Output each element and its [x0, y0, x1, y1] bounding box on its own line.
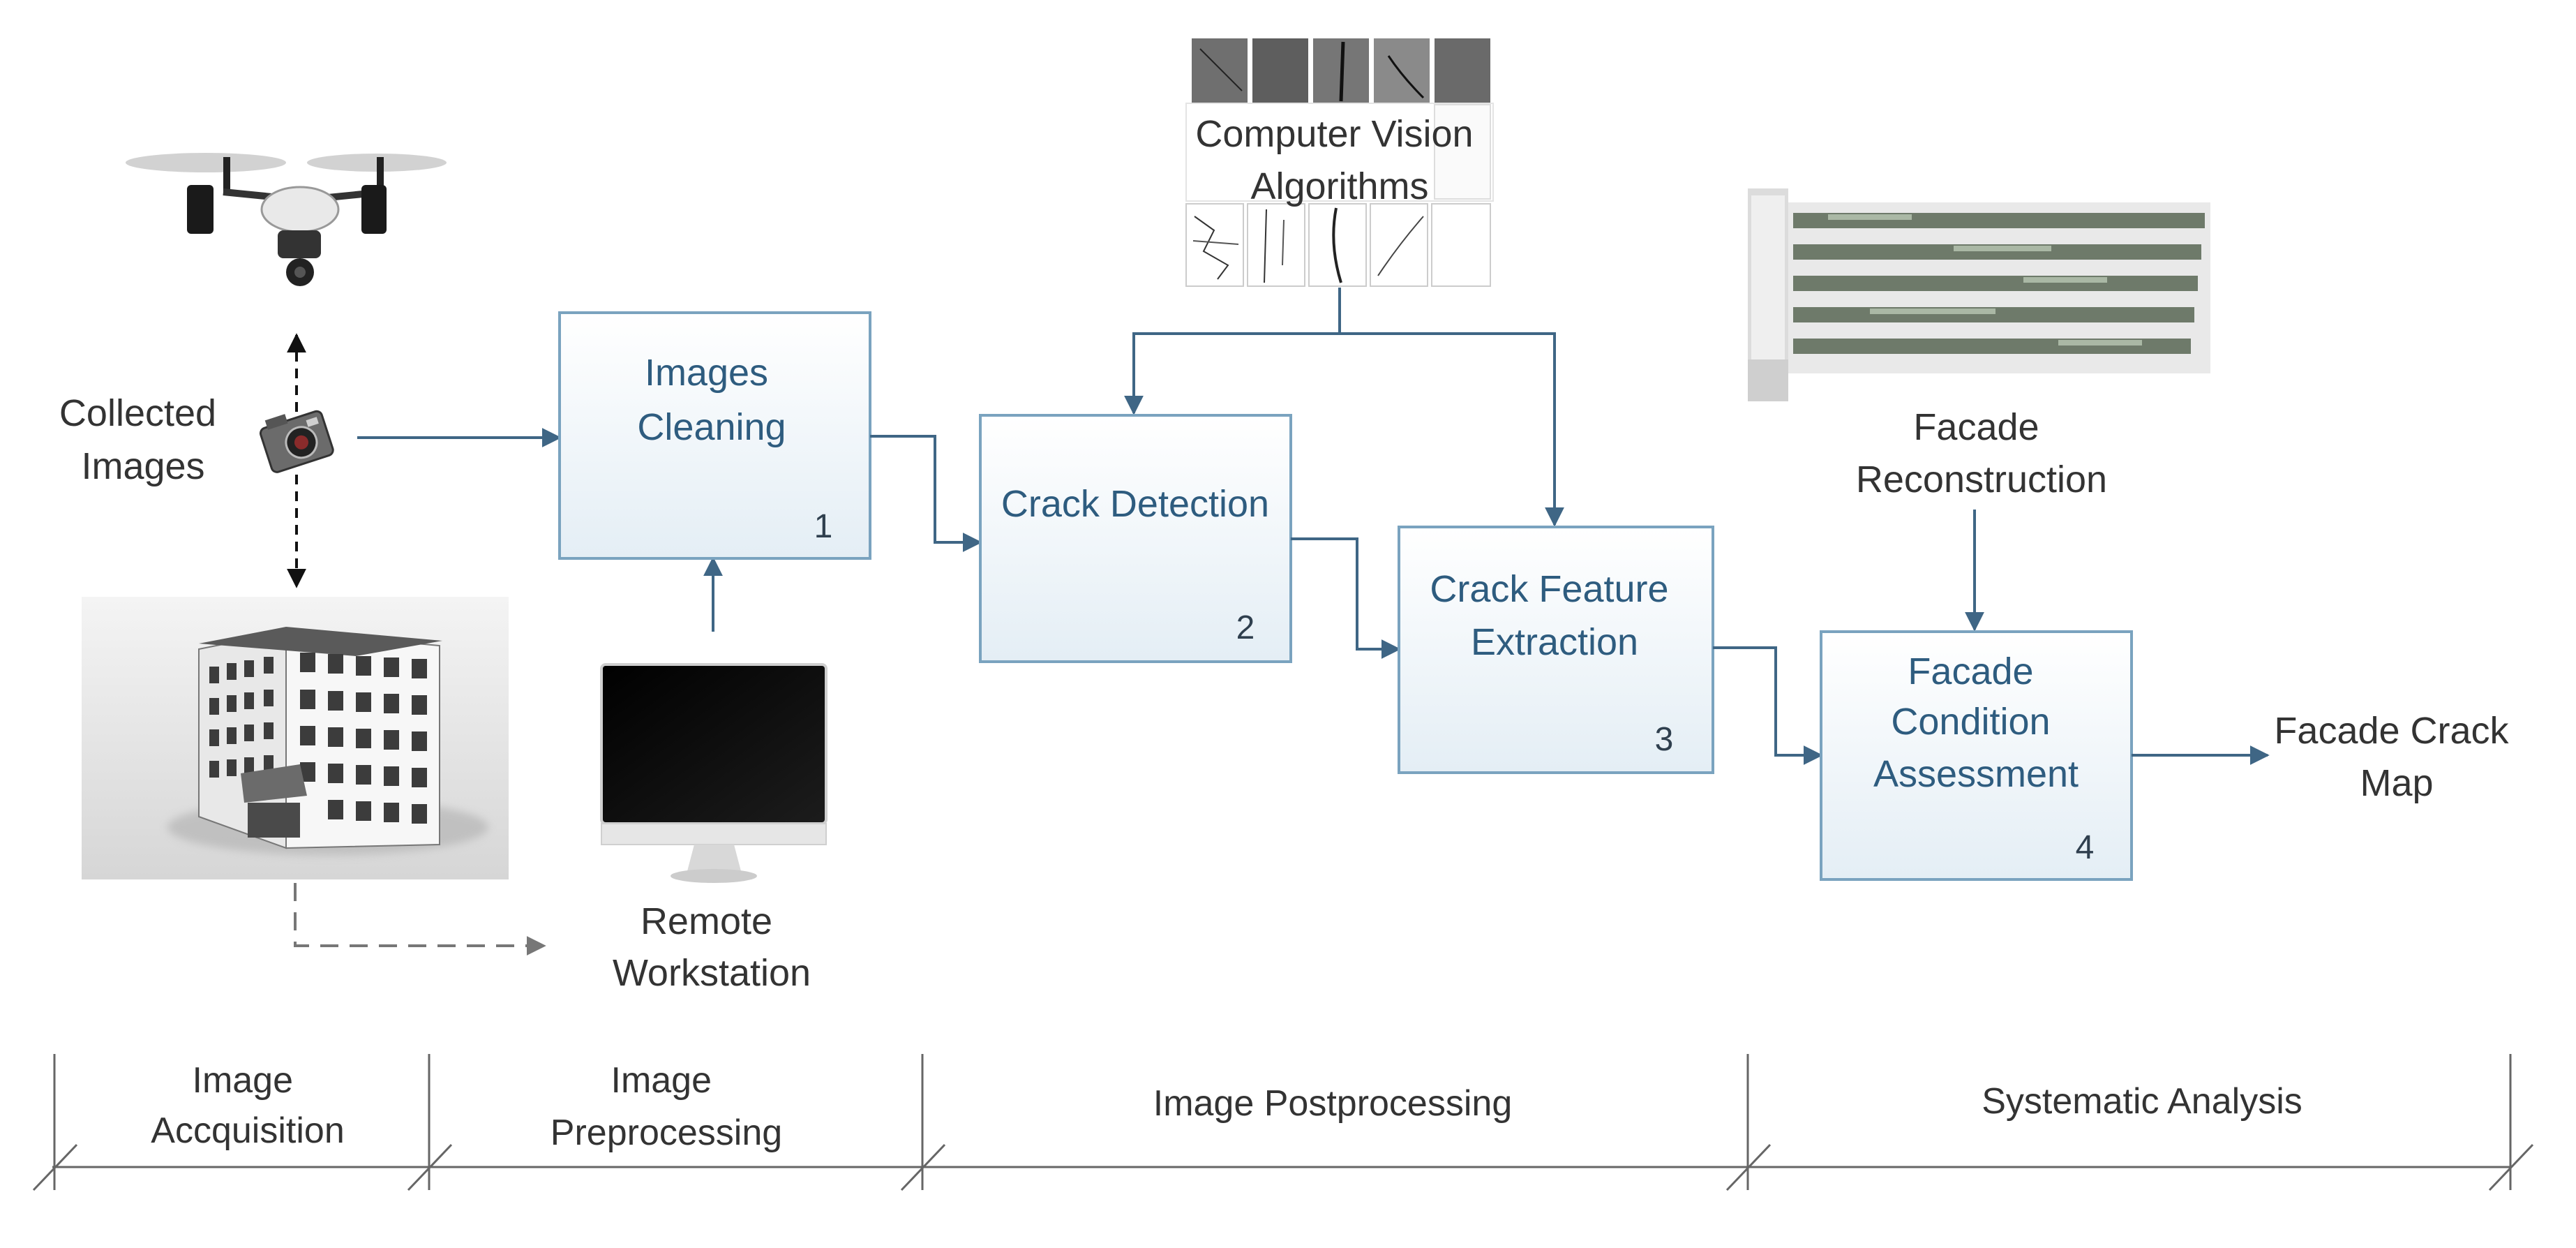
phase-image-postprocessing: Image Postprocessing: [1153, 1083, 1513, 1124]
monitor-icon: [600, 663, 828, 883]
facade-condition-assessment-label: Facade Condition Assessment: [1873, 651, 2079, 795]
process-box-images-cleaning: Images Cleaning 1: [558, 311, 871, 560]
arrow-detection-to-extraction: [1291, 537, 1401, 659]
phase-image-preprocessing: Image Preprocessing: [551, 1060, 782, 1153]
collected-images-label: Collected Images: [59, 392, 227, 487]
drone-icon: [126, 153, 447, 286]
arrow-cv-to-feature-extraction: [1340, 332, 1564, 527]
step-number-2: 2: [1236, 609, 1255, 646]
crack-feature-extraction-label: Crack Feature Extraction: [1430, 568, 1679, 663]
phase-timeline: Image Accquisition Image Preprocessing I…: [32, 1054, 2534, 1191]
crack-detection-label: Crack Detection: [1001, 483, 1269, 525]
crack-images-grid: Computer Vision Algorithms: [1185, 38, 1494, 287]
computer-vision-label: Computer Vision Algorithms: [1195, 113, 1483, 207]
images-cleaning-label: Images Cleaning: [637, 352, 786, 448]
step-number-4: 4: [2076, 829, 2095, 866]
process-box-crack-feature-extraction: Crack Feature Extraction 3: [1398, 526, 1714, 774]
step-number-3: 3: [1655, 721, 1674, 758]
arrow-extraction-to-assessment: [1713, 646, 1823, 765]
phase-image-acquisition: Image Accquisition: [151, 1060, 344, 1151]
facade-reconstruction-label: Facade Reconstruction: [1856, 406, 2107, 500]
process-box-facade-condition-assessment: Facade Condition Assessment 4: [1820, 630, 2133, 881]
building-icon: [82, 597, 509, 879]
facade-panorama: [1748, 188, 2210, 401]
phase-systematic-analysis: Systematic Analysis: [1982, 1081, 2302, 1122]
dashed-arrow-to-workstation: [294, 883, 546, 956]
remote-workstation-label: Remote Workstation: [613, 900, 811, 994]
camera-icon: [259, 410, 334, 473]
timeline-dividers: [32, 1054, 2534, 1191]
facade-crack-map-label: Facade Crack Map: [2274, 710, 2519, 804]
process-box-crack-detection: Crack Detection 2: [979, 414, 1292, 663]
arrow-cleaning-to-detection: [870, 435, 982, 552]
step-number-1: 1: [814, 508, 833, 545]
arrow-cv-to-detection: [1124, 288, 1341, 415]
